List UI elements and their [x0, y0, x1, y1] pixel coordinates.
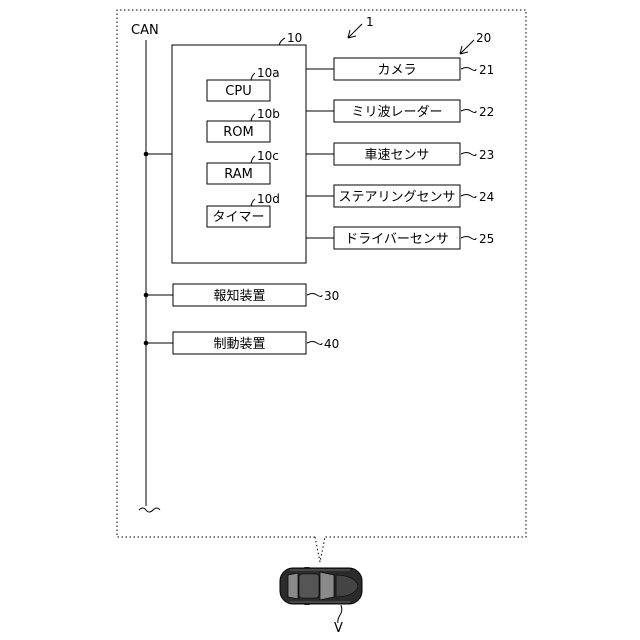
callout-wedge [315, 537, 325, 562]
cpu-ref-label: 10a [257, 66, 280, 80]
speed-sensor-ref-leader [461, 153, 476, 156]
timer-ref-label: 10d [257, 192, 280, 206]
system-ref-label: 1 [366, 15, 374, 29]
steering-sensor-ref-label: 24 [479, 190, 494, 204]
sensors-ref-arrow [460, 40, 474, 54]
steering-sensor-ref-leader [461, 195, 476, 198]
notification-device-ref-leader [307, 294, 322, 297]
car-rear-window [288, 573, 298, 599]
can-bus-label: CAN [131, 23, 159, 38]
car-roof [299, 574, 319, 598]
camera-label: カメラ [377, 63, 416, 78]
rom-ref-label: 10b [257, 107, 280, 121]
radar-ref-leader [461, 110, 476, 113]
ecu-ref-leader [279, 38, 285, 45]
notification-device-label: 報知装置 [213, 288, 265, 304]
control-device-ref-leader [307, 342, 322, 345]
ecu-box [172, 45, 306, 263]
ecu-ref-label: 10 [287, 31, 302, 45]
ram-ref-label: 10c [257, 149, 279, 163]
can-bus-break [139, 508, 160, 512]
sensors-ref-label: 20 [476, 31, 491, 45]
control-device-label: 制動装置 [213, 337, 265, 352]
steering-sensor-label: ステアリングセンサ [338, 190, 455, 205]
control-device-ref-label: 40 [324, 337, 339, 351]
speed-sensor-ref-label: 23 [479, 148, 494, 162]
camera-ref-label: 21 [479, 63, 494, 77]
driver-sensor-label: ドライバーセンサ [345, 232, 449, 247]
rom-label: ROM [223, 125, 253, 140]
driver-sensor-ref-label: 25 [479, 232, 494, 246]
driver-sensor-ref-leader [461, 237, 476, 240]
timer-label: タイマー [212, 210, 264, 225]
system-ref-arrow [348, 24, 362, 38]
vehicle-illustration [280, 567, 362, 605]
camera-ref-leader [461, 68, 476, 71]
notification-device-ref-label: 30 [324, 289, 339, 303]
radar-ref-label: 22 [479, 105, 494, 119]
radar-label: ミリ波レーダー [351, 105, 442, 120]
vehicle-ref-label: V [334, 621, 343, 636]
car-windshield [320, 572, 334, 600]
cpu-label: CPU [225, 84, 251, 99]
speed-sensor-label: 車速センサ [364, 148, 429, 163]
ram-label: RAM [224, 167, 253, 182]
